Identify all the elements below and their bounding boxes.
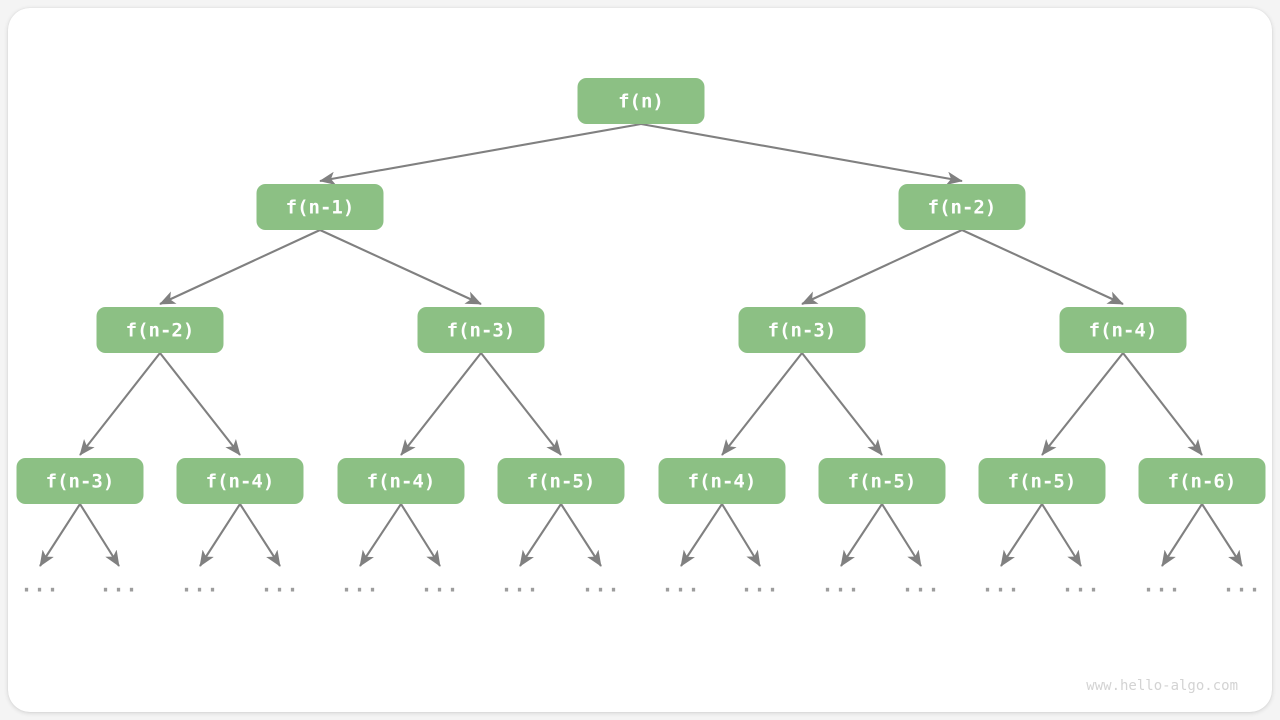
tree-node-box: [898, 184, 1026, 230]
tree-leaf-edge: [359, 503, 402, 567]
tree-node[interactable]: f(n-5): [818, 458, 946, 504]
tree-edge: [159, 229, 321, 305]
tree-leaf-edge: [1041, 503, 1082, 567]
tree-node-label: f(n-4): [1089, 320, 1158, 342]
tree-node-box: [417, 307, 545, 353]
tree-edge: [1041, 352, 1124, 456]
tree-leaf-edge: [721, 503, 761, 567]
tree-edge: [319, 229, 482, 305]
tree-leaf-edge: [519, 503, 562, 567]
ellipsis-label: ...: [821, 573, 860, 597]
tree-node[interactable]: f(n): [577, 78, 705, 124]
ellipsis-layer: ........................................…: [20, 573, 1261, 597]
tree-leaf-edge: [680, 503, 723, 567]
tree-node-label: f(n): [618, 91, 664, 113]
tree-leaf-edge: [881, 503, 922, 567]
tree-node[interactable]: f(n-2): [898, 184, 1026, 230]
tree-leaf-edge: [1000, 503, 1043, 567]
ellipsis-label: ...: [740, 573, 779, 597]
tree-node-label: f(n-2): [126, 320, 195, 342]
tree-edge: [319, 122, 642, 185]
tree-leaf-edge: [79, 503, 120, 567]
tree-leaf-edge: [39, 503, 81, 567]
tree-leaf-edge: [239, 503, 281, 567]
tree-node-label: f(n-2): [928, 197, 997, 219]
tree-node[interactable]: f(n-4): [1059, 307, 1187, 353]
tree-node-label: f(n-3): [447, 320, 516, 342]
tree-edge: [400, 352, 482, 456]
ellipsis-label: ...: [420, 573, 459, 597]
tree-node-label: f(n-4): [688, 471, 757, 493]
tree-node-box: [16, 458, 144, 504]
tree-edge: [721, 352, 803, 456]
diagram-card: [8, 8, 1272, 712]
ellipsis-label: ...: [20, 573, 59, 597]
tree-node-box: [337, 458, 465, 504]
tree-leaf-edge: [1161, 503, 1203, 567]
tree-node[interactable]: f(n-3): [417, 307, 545, 353]
ellipsis-label: ...: [901, 573, 940, 597]
tree-node[interactable]: f(n-4): [176, 458, 304, 504]
tree-node[interactable]: f(n-5): [497, 458, 625, 504]
tree-node-label: f(n-1): [286, 197, 355, 219]
tree-edge: [801, 352, 883, 456]
tree-edge: [480, 352, 562, 456]
ellipsis-label: ...: [500, 573, 539, 597]
tree-node[interactable]: f(n-4): [337, 458, 465, 504]
tree-node-label: f(n-4): [206, 471, 275, 493]
tree-node-box: [256, 184, 384, 230]
ellipsis-label: ...: [661, 573, 700, 597]
tree-node-label: f(n-4): [367, 471, 436, 493]
tree-node[interactable]: f(n-6): [1138, 458, 1266, 504]
watermark-label: www.hello-algo.com: [1086, 678, 1238, 694]
tree-node-label: f(n-5): [527, 471, 596, 493]
tree-edge: [961, 229, 1124, 305]
nodes-layer: f(n) f(n-1) f(n-2) f(n-2) f(n-3) f(n-3) f(n-4)…: [16, 78, 1266, 504]
tree-edge: [159, 352, 241, 456]
tree-node[interactable]: f(n-5): [978, 458, 1106, 504]
tree-node-box: [96, 307, 224, 353]
tree-node-box: [1059, 307, 1187, 353]
tree-edge: [801, 229, 963, 305]
tree-node-label: f(n-5): [848, 471, 917, 493]
ellipsis-label: ...: [340, 573, 379, 597]
ellipsis-label: ...: [1061, 573, 1100, 597]
tree-node[interactable]: f(n-4): [658, 458, 786, 504]
ellipsis-label: ...: [1222, 573, 1261, 597]
ellipsis-label: ...: [581, 573, 620, 597]
ellipsis-label: ...: [260, 573, 299, 597]
tree-edge: [640, 122, 963, 185]
tree-node-box: [978, 458, 1106, 504]
tree-node[interactable]: f(n-2): [96, 307, 224, 353]
ellipsis-label: ...: [180, 573, 219, 597]
tree-edge: [79, 352, 161, 456]
tree-leaf-edge: [1201, 503, 1243, 567]
tree-node-box: [658, 458, 786, 504]
tree-leaf-edge: [400, 503, 441, 567]
tree-node-box: [1138, 458, 1266, 504]
tree-node-box: [176, 458, 304, 504]
tree-leaf-edge: [840, 503, 883, 567]
tree-node-label: f(n-5): [1008, 471, 1077, 493]
tree-node-label: f(n-3): [768, 320, 837, 342]
tree-leaf-edge: [560, 503, 602, 567]
tree-node-label: f(n-6): [1168, 471, 1237, 493]
tree-leaf-edge: [199, 503, 241, 567]
tree-edge: [1122, 352, 1203, 456]
ellipsis-label: ...: [1142, 573, 1181, 597]
edges-layer: [39, 122, 1243, 567]
tree-node[interactable]: f(n-3): [738, 307, 866, 353]
ellipsis-label: ...: [99, 573, 138, 597]
tree-node-box: [818, 458, 946, 504]
tree-node-box: [738, 307, 866, 353]
tree-node-box: [577, 78, 705, 124]
tree-node-box: [497, 458, 625, 504]
tree-node[interactable]: f(n-1): [256, 184, 384, 230]
tree-node-label: f(n-3): [46, 471, 115, 493]
ellipsis-label: ...: [981, 573, 1020, 597]
tree-node[interactable]: f(n-3): [16, 458, 144, 504]
